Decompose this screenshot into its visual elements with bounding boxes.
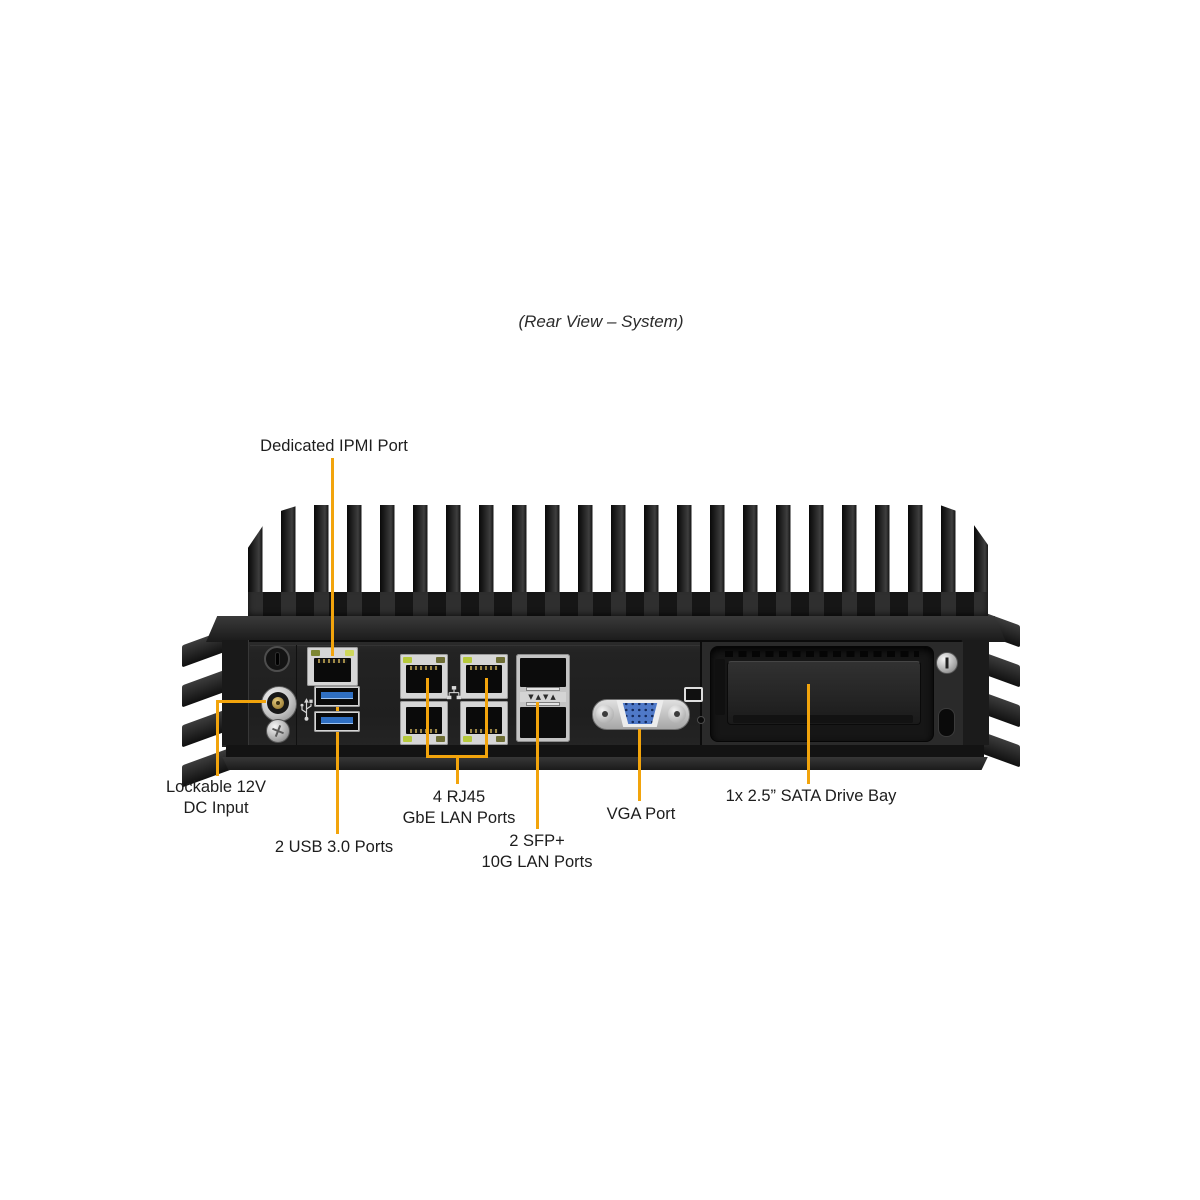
panel-seam <box>296 645 297 745</box>
screw <box>697 716 705 724</box>
callout-line-ipmi <box>331 458 334 656</box>
heatsink-base <box>248 592 988 620</box>
chassis-flange <box>206 616 1006 642</box>
port-led <box>311 650 320 656</box>
drive-bay-vents <box>725 651 919 657</box>
label-vga: VGA Port <box>606 805 676 823</box>
rj45-jack <box>406 665 442 693</box>
callout-line-lan-stub <box>456 755 459 784</box>
callout-line-dc-horizontal <box>216 700 266 703</box>
usb-port-inner <box>316 713 358 730</box>
vga-post-hole <box>674 711 680 717</box>
keylock-slot-icon <box>264 646 290 672</box>
gbe-lan-port <box>400 654 448 699</box>
sfp-port <box>520 707 566 738</box>
drive-bay-door <box>727 661 921 725</box>
sfp-latch <box>526 702 560 706</box>
sfp-port-markers: ▼▲▼▲ <box>520 692 566 702</box>
label-sfp-line1: 2 SFP+ <box>509 832 565 850</box>
vga-port <box>622 703 658 724</box>
label-lan-line1: 4 RJ45 <box>432 788 486 806</box>
rj45-pins <box>470 729 498 733</box>
drive-bay-plate <box>700 642 963 745</box>
dc-jack-ring <box>267 692 289 714</box>
dc-jack-hole <box>276 701 280 705</box>
usb3-port <box>314 686 360 707</box>
usb-port-inner <box>316 688 358 705</box>
gbe-lan-port <box>400 701 448 745</box>
rj45-jack <box>466 665 502 693</box>
usb-tongue <box>321 717 353 724</box>
usb-tongue <box>321 692 353 699</box>
dc-jack-pin <box>272 697 284 709</box>
label-ipmi: Dedicated IPMI Port <box>260 437 408 455</box>
vga-post-hole <box>602 711 608 717</box>
port-led <box>496 657 505 663</box>
screw <box>936 652 958 674</box>
ipmi-lan-port <box>307 647 358 686</box>
rj45-jack <box>406 707 442 734</box>
drive-bay-latch <box>715 659 725 715</box>
port-led <box>496 736 505 742</box>
diagram-caption: (Rear View – System) <box>518 312 684 331</box>
label-dc-line2: DC Input <box>183 799 249 817</box>
callout-line-sfp <box>536 702 539 829</box>
callout-line-lan-right <box>485 678 488 758</box>
gbe-lan-port <box>460 654 508 699</box>
port-led <box>463 736 472 742</box>
callout-line-vga <box>638 729 641 801</box>
sfp-port <box>520 658 566 687</box>
phillips-cross-icon <box>269 722 287 740</box>
rj45-jack <box>466 707 502 734</box>
sfp-latch <box>526 687 560 691</box>
panel-left-wall <box>222 640 249 745</box>
screw <box>266 719 290 743</box>
callout-line-dc-vertical <box>216 700 219 776</box>
port-led <box>403 736 412 742</box>
callout-line-usb <box>336 705 339 834</box>
monitor-icon <box>684 687 703 702</box>
callout-line-sata <box>807 684 810 784</box>
gbe-lan-port <box>460 701 508 745</box>
vga-screw-post <box>596 705 614 723</box>
port-led <box>403 657 412 663</box>
port-led <box>436 736 445 742</box>
usb3-port <box>314 711 360 732</box>
label-lan: 4 RJ45 GbE LAN Ports <box>403 787 516 829</box>
label-lan-line2: GbE LAN Ports <box>402 809 516 827</box>
rj45-pins <box>470 666 498 670</box>
dc-power-jack <box>261 686 297 722</box>
heatsink-fins <box>248 505 988 600</box>
drive-bay-door-edge <box>733 715 913 723</box>
rj45-pins <box>410 666 438 670</box>
drive-bay-recess <box>710 646 934 742</box>
network-icon <box>447 686 461 701</box>
port-led <box>463 657 472 663</box>
keylock-slot-icon <box>938 708 955 737</box>
screw-slot <box>945 657 949 669</box>
usb-icon <box>299 696 314 722</box>
label-sfp-line2: 10G LAN Ports <box>481 853 593 871</box>
rj45-pins <box>318 659 347 663</box>
callout-line-lan-left <box>426 678 429 758</box>
panel-top-edge <box>250 645 958 646</box>
chassis-bottom-lip <box>222 757 988 770</box>
label-usb: 2 USB 3.0 Ports <box>274 838 394 856</box>
label-drive-bay: 1x 2.5” SATA Drive Bay <box>725 787 897 805</box>
vga-screw-post <box>668 705 686 723</box>
port-led <box>436 657 445 663</box>
chassis-under-strip <box>226 745 984 757</box>
rj45-jack <box>314 658 351 682</box>
port-led <box>345 650 354 656</box>
rj45-pins <box>410 729 438 733</box>
label-dc-input: Lockable 12V DC Input <box>166 777 266 819</box>
panel-right-wall <box>961 640 989 745</box>
label-sfp: 2 SFP+ 10G LAN Ports <box>482 831 593 873</box>
keylock-bar <box>275 652 280 666</box>
label-dc-line1: Lockable 12V <box>166 778 266 796</box>
sfp-cage-assembly: ▼▲▼▲ <box>516 654 570 742</box>
